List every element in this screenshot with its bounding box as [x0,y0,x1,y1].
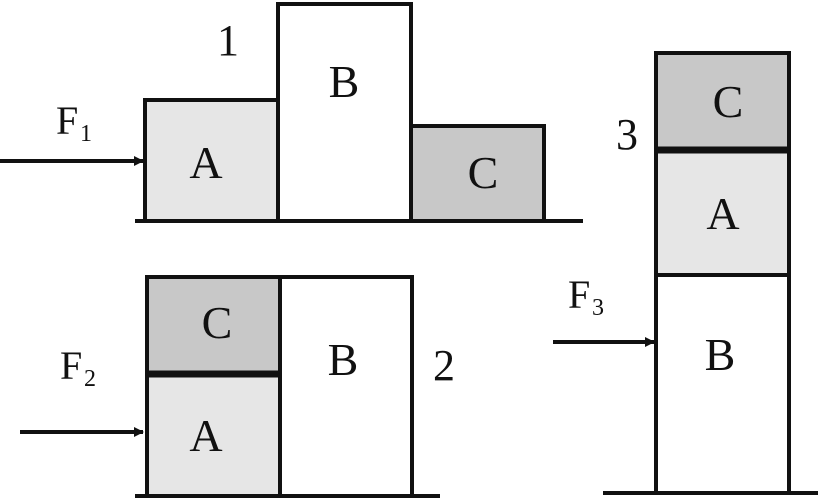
block-b-label-config-2: B [328,334,359,385]
force-subscript-1: 1 [80,121,92,147]
configuration-2: C A B 2 F 2 [20,275,455,498]
force-label-1: F 1 [56,98,92,147]
block-b-label-config-3: B [705,329,736,380]
force-label-2: F 2 [60,343,96,392]
config-number-2: 2 [433,341,455,390]
force-subscript-3: 3 [592,295,604,321]
block-c-label-config-1: C [468,147,499,198]
block-b-config-2 [278,275,414,498]
configuration-1: A B C 1 F 1 [0,2,583,223]
block-b-label-config-1: B [329,56,360,107]
force-symbol-3: F [568,272,590,317]
configuration-3: C A B 3 F 3 [553,51,818,495]
force-label-3: F 3 [568,272,604,321]
block-b-config-1 [276,2,413,223]
block-a-config-3 [654,148,791,277]
block-a-label-config-1: A [189,137,222,188]
config-number-3: 3 [616,110,638,159]
force-subscript-2: 2 [84,366,96,392]
block-c-config-1 [409,124,546,223]
block-a-config-2 [145,372,282,498]
block-a-label-config-3: A [706,188,739,239]
block-b-config-3 [654,273,791,495]
block-c-label-config-3: C [713,76,744,127]
block-c-label-config-2: C [202,297,233,348]
force-symbol-2: F [60,343,82,388]
block-c-config-3 [654,51,791,152]
block-a-label-config-2: A [189,410,222,461]
force-symbol-1: F [56,98,78,143]
block-c-config-2 [145,275,282,376]
config-number-1: 1 [217,16,239,65]
